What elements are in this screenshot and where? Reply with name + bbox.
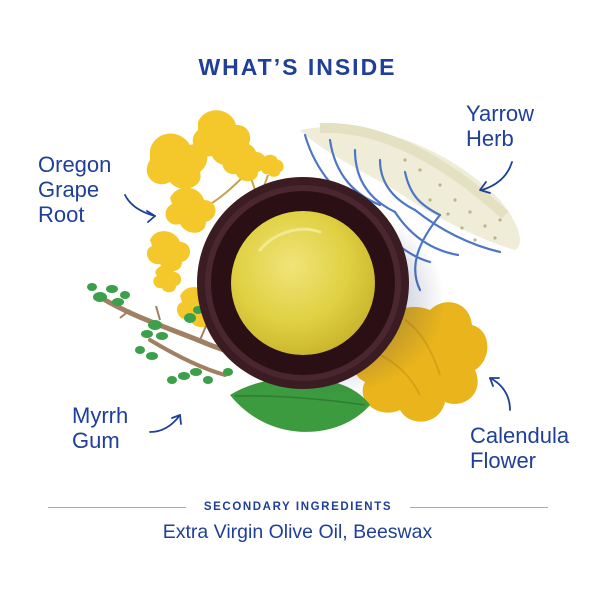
secondary-ingredients-list: Extra Virgin Olive Oil, Beeswax (162, 521, 433, 543)
ingredient-label-line: Yarrow (466, 101, 535, 126)
ingredient-label-line: Gum (72, 428, 120, 453)
arrow-icon (489, 377, 511, 411)
arrow-icon (124, 194, 156, 223)
page-title: WHAT’S INSIDE (198, 54, 397, 80)
ingredient-label-myrrh-gum: Myrrh Gum (72, 403, 128, 453)
ingredient-label-line: Herb (466, 126, 514, 151)
ingredient-label-line: Calendula (470, 423, 570, 448)
arrow-icon (149, 414, 182, 433)
secondary-ingredients-title: SECONDARY INGREDIENTS (203, 501, 393, 513)
ingredient-label-oregon-grape-root: Oregon Grape Root (38, 152, 111, 227)
ingredient-label-yarrow-herb: Yarrow Herb (466, 101, 534, 151)
ingredient-label-line: Root (38, 202, 85, 227)
salve-jar-illustration (197, 177, 409, 389)
divider (48, 507, 186, 508)
arrow-icon (479, 161, 513, 194)
ingredient-label-calendula-flower: Calendula Flower (470, 423, 569, 473)
ingredient-label-line: Grape (38, 177, 100, 202)
ingredient-label-line: Oregon (38, 152, 112, 177)
divider (410, 507, 548, 508)
ingredient-label-line: Myrrh (72, 403, 129, 428)
secondary-ingredients-header: SECONDARY INGREDIENTS (48, 499, 548, 515)
ingredient-label-line: Flower (470, 448, 537, 473)
